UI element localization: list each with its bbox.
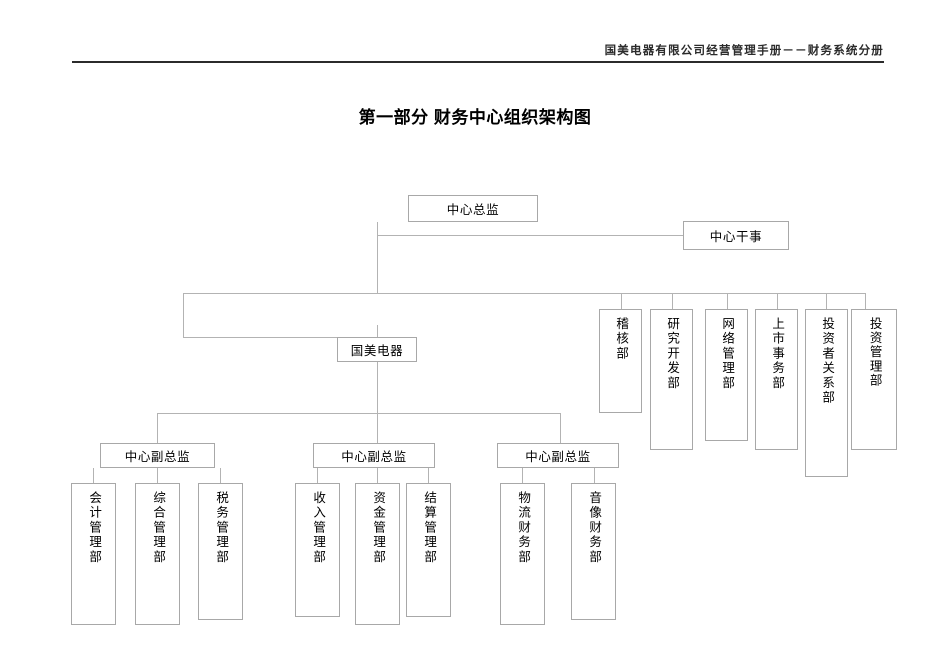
connector-staff-link [377,235,683,236]
node-center-director-label: 中心总监 [446,203,500,217]
node-dept-logistics-finance-label: 物流财务部 [516,491,531,565]
node-deputy-director-2-label: 中心副总监 [341,450,407,464]
connector-drop-d2-dept-3 [428,468,429,483]
connector-drop-d1-dept-2 [157,468,158,483]
connector-drop-deputy-2 [377,413,378,443]
connector-drop-d2-dept-1 [317,468,318,483]
node-dept-accounting[interactable]: 会计管理部 [71,483,116,625]
node-dept-tax[interactable]: 税务管理部 [198,483,243,620]
node-dept-funds[interactable]: 资金管理部 [355,483,400,625]
page-title: 第一部分 财务中心组织架构图 [358,108,592,127]
connector-drop-d3-dept-1 [522,468,523,483]
connector-root-stem [377,222,378,294]
node-dept-settlement-label: 结算管理部 [422,491,437,565]
node-dept-rnd[interactable]: 研究开发部 [650,309,693,450]
connector-deputy-bus [157,413,560,414]
connector-drop-dept-4 [777,293,778,309]
node-dept-investment-management[interactable]: 投资管理部 [851,309,897,450]
node-center-director[interactable]: 中心总监 [408,195,538,222]
connector-drop-deputy-3 [560,413,561,443]
node-deputy-director-3-label: 中心副总监 [525,450,591,464]
connector-drop-dept-2 [672,293,673,309]
node-division-gome-label: 国美电器 [350,344,404,358]
connector-division-stem-bottom [377,362,378,413]
node-dept-revenue[interactable]: 收入管理部 [295,483,340,617]
node-dept-media-finance[interactable]: 音像财务部 [571,483,616,620]
node-dept-funds-label: 资金管理部 [371,491,386,565]
node-dept-listing-label: 上市事务部 [770,317,785,391]
connector-division-inlet [183,337,377,338]
node-deputy-director-1[interactable]: 中心副总监 [100,443,215,468]
connector-division-stem-top [377,325,378,337]
connector-drop-d3-dept-2 [594,468,595,483]
connector-drop-deputy-1 [157,413,158,443]
connector-drop-dept-5 [826,293,827,309]
connector-drop-d1-dept-1 [93,468,94,483]
node-division-gome[interactable]: 国美电器 [337,337,417,362]
node-dept-audit[interactable]: 稽核部 [599,309,642,413]
running-header: 国美电器有限公司经营管理手册－－财务系统分册 [604,45,884,57]
node-dept-audit-label: 稽核部 [614,317,629,362]
node-dept-network[interactable]: 网络管理部 [705,309,748,441]
connector-drop-dept-1 [621,293,622,309]
node-deputy-director-2[interactable]: 中心副总监 [313,443,435,468]
node-dept-network-label: 网络管理部 [720,317,735,391]
connector-main-bus [183,293,866,294]
connector-drop-d1-dept-3 [220,468,221,483]
node-dept-investor-relations[interactable]: 投资者关系部 [805,309,848,477]
node-dept-general-admin-label: 综合管理部 [151,491,166,565]
node-dept-rnd-label: 研究开发部 [665,317,680,391]
node-center-staff[interactable]: 中心干事 [683,221,789,250]
node-dept-media-finance-label: 音像财务部 [587,491,602,565]
node-dept-listing[interactable]: 上市事务部 [755,309,798,450]
node-dept-accounting-label: 会计管理部 [87,491,102,565]
node-dept-investor-relations-label: 投资者关系部 [820,317,835,406]
node-dept-tax-label: 税务管理部 [214,491,229,565]
node-dept-revenue-label: 收入管理部 [311,491,326,565]
connector-drop-division [183,293,184,337]
node-center-staff-label: 中心干事 [709,230,763,244]
node-dept-investment-management-label: 投资管理部 [867,317,882,388]
connector-drop-d2-dept-2 [377,468,378,483]
connector-drop-dept-3 [727,293,728,309]
node-deputy-director-1-label: 中心副总监 [124,450,191,464]
node-dept-logistics-finance[interactable]: 物流财务部 [500,483,545,625]
node-deputy-director-3[interactable]: 中心副总监 [497,443,619,468]
header-rule [72,61,884,63]
node-dept-settlement[interactable]: 结算管理部 [406,483,451,617]
connector-drop-dept-6 [865,293,866,309]
node-dept-general-admin[interactable]: 综合管理部 [135,483,180,625]
